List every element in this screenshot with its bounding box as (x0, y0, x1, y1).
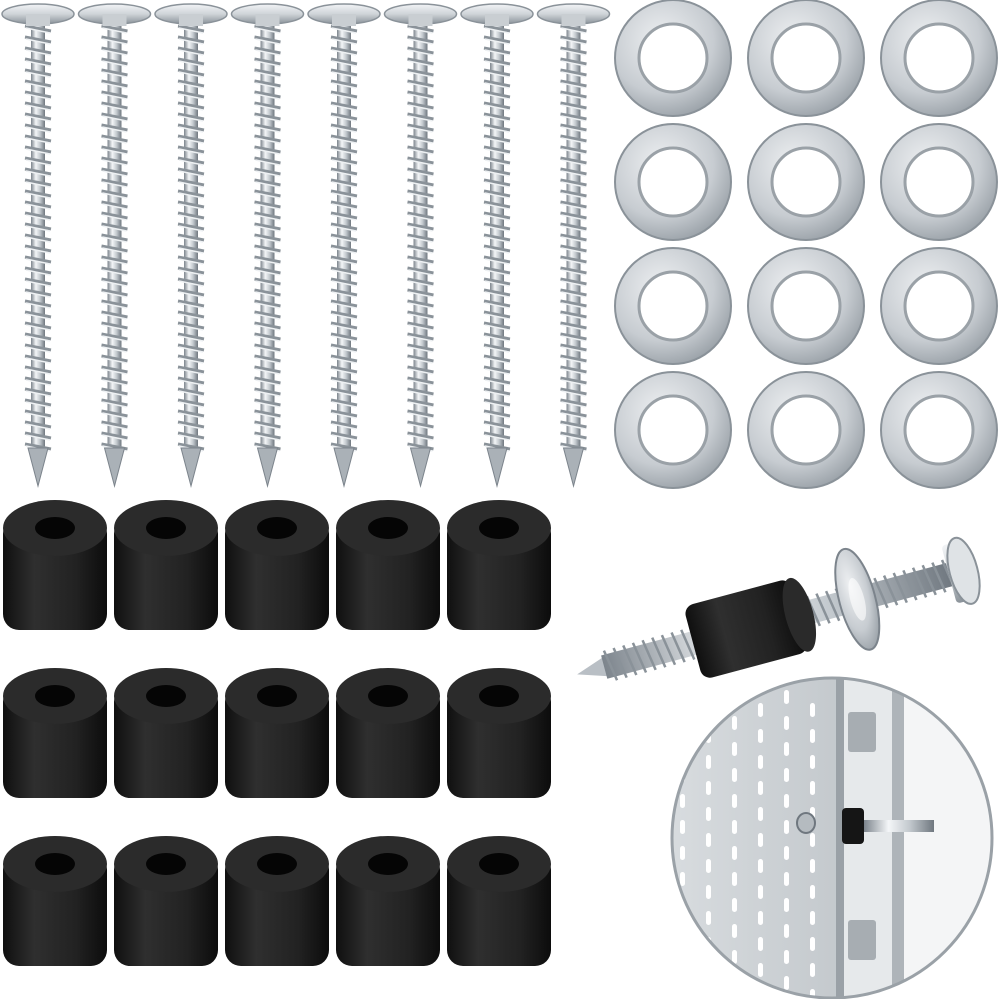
washer-grid (614, 0, 998, 489)
spacer-icon (114, 500, 218, 630)
spacer-icon (336, 836, 440, 966)
screw-row (1, 3, 611, 488)
spacer-icon (3, 668, 107, 798)
spacer-icon (225, 836, 329, 966)
screw-icon (154, 3, 228, 488)
spacer-icon (447, 668, 551, 798)
assembly-illustration (577, 536, 994, 999)
spacer-grid (3, 500, 551, 966)
spacer-icon (336, 668, 440, 798)
washer-icon (747, 0, 865, 117)
screw-icon (460, 3, 534, 488)
screw-icon (383, 3, 458, 488)
screw-icon (77, 3, 152, 488)
spacer-icon (447, 500, 551, 630)
washer-icon (614, 247, 732, 365)
washer-icon (747, 247, 865, 365)
spacer-icon (447, 836, 551, 966)
washer-icon (614, 123, 732, 241)
screw-icon (230, 3, 305, 488)
washer-icon (614, 0, 732, 117)
washer-icon (614, 371, 732, 489)
screw-icon (307, 3, 381, 488)
spacer-icon (3, 500, 107, 630)
spacer-icon (336, 500, 440, 630)
spacer-icon (114, 668, 218, 798)
spacer-icon (3, 836, 107, 966)
washer-icon (880, 0, 998, 117)
spacer-icon (225, 500, 329, 630)
spacer-icon (225, 668, 329, 798)
washer-icon (880, 123, 998, 241)
washer-icon (880, 371, 998, 489)
screw-icon (1, 3, 75, 488)
assembled-screw (577, 536, 981, 681)
spacer-icon (114, 836, 218, 966)
washer-icon (747, 123, 865, 241)
washer-icon (880, 247, 998, 365)
washer-icon (747, 371, 865, 489)
screw-icon (536, 3, 611, 488)
pegboard-inset (670, 676, 994, 999)
